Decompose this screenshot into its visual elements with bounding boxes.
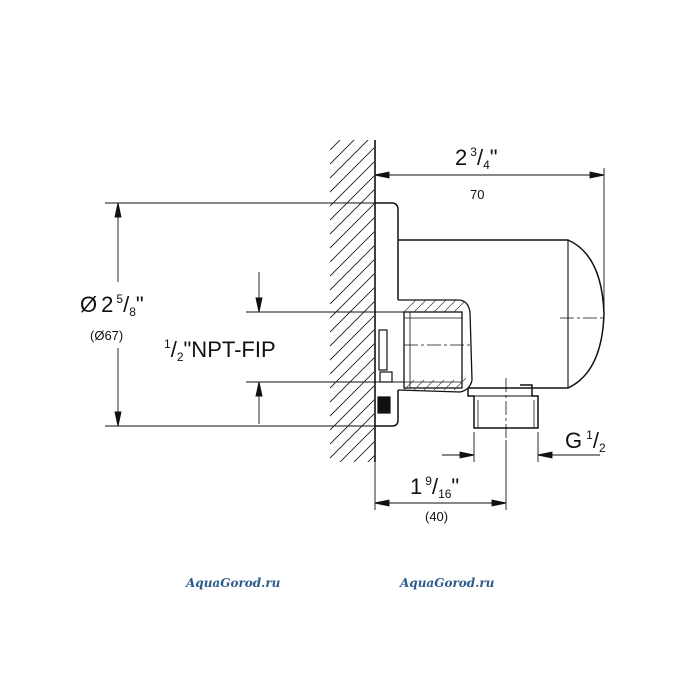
watermark-right: AquaGorod.ru [399, 576, 495, 590]
dim-width [374, 140, 605, 318]
watermark-left: AquaGorod.ru [185, 576, 281, 590]
label-width-metric: 70 [470, 187, 484, 202]
wall-hatching [330, 140, 374, 462]
label-diameter-metric: (Ø67) [90, 328, 123, 343]
insert-hatching [403, 299, 467, 391]
center-lines [404, 317, 606, 440]
label-npt: 1/2"NPT-FIP [164, 337, 276, 364]
label-offset-metric: (40) [425, 509, 448, 524]
threaded-insert [397, 299, 473, 393]
fitting-body [375, 202, 605, 429]
dim-diameter [105, 202, 375, 427]
wall-mount-parts [377, 329, 393, 414]
dim-g-thread [442, 432, 600, 462]
dim-npt [246, 272, 404, 424]
dim-offset [374, 440, 507, 510]
